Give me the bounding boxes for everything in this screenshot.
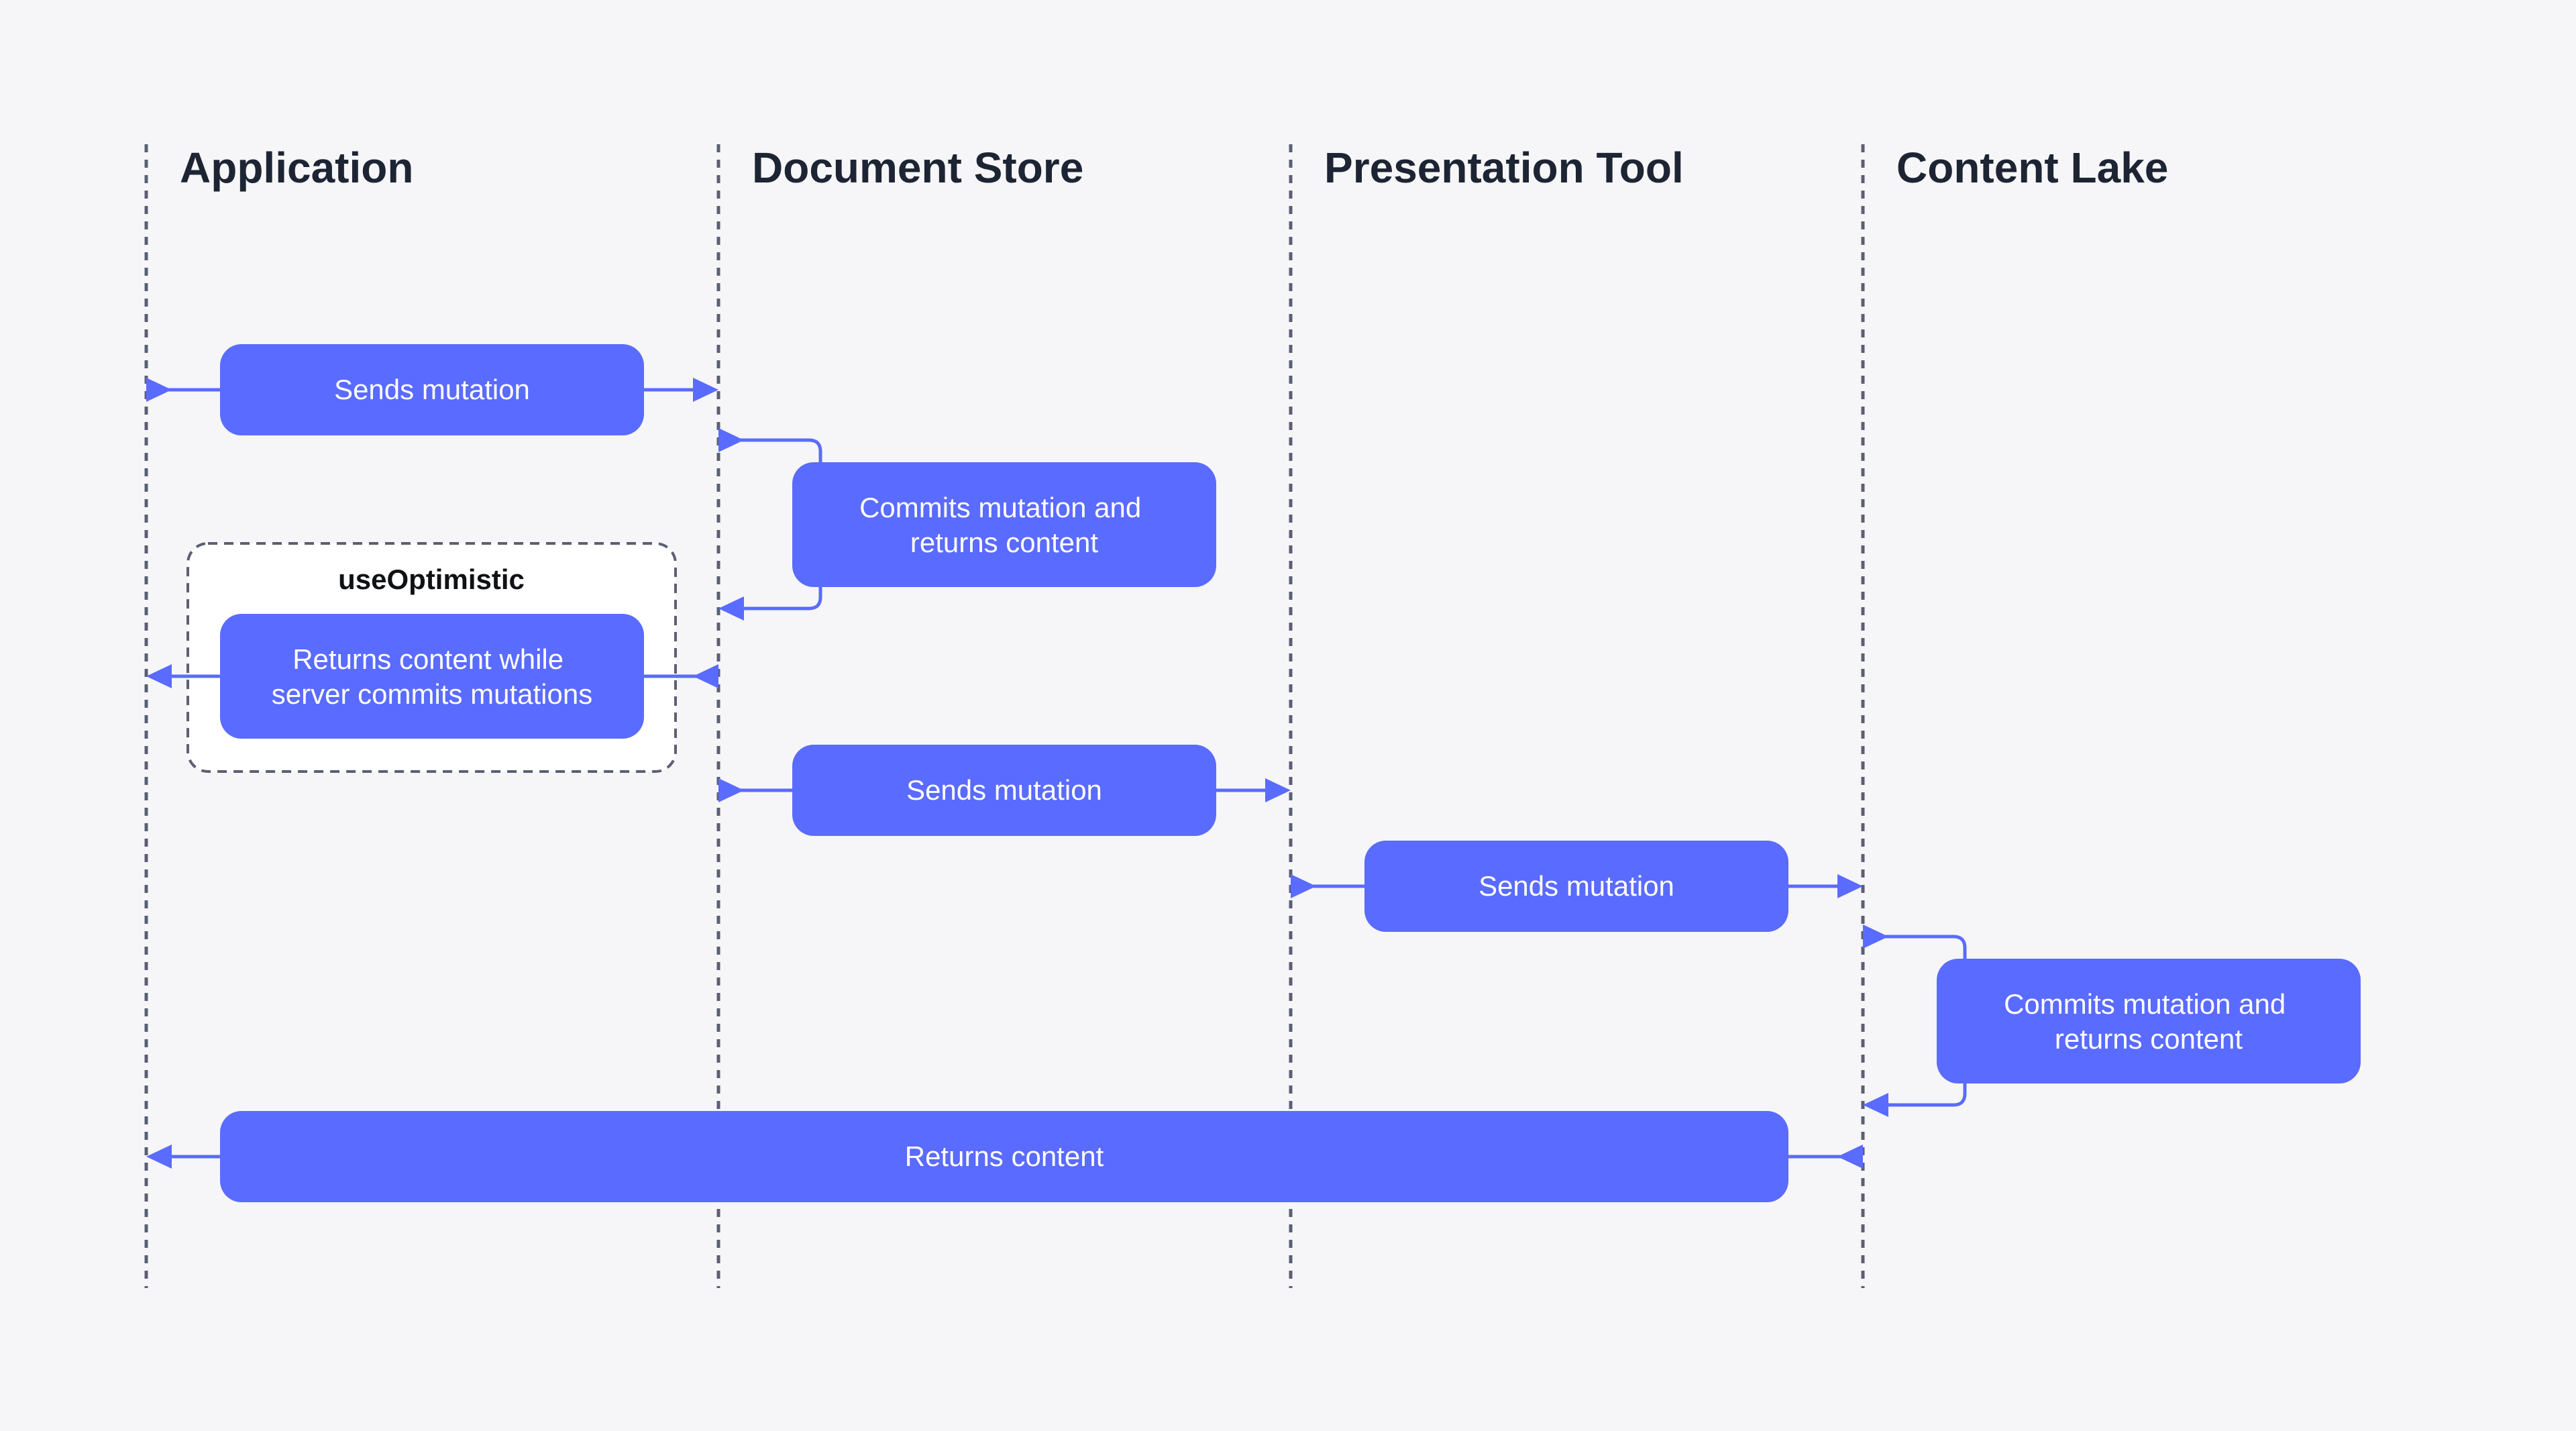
message-label-line: Commits mutation and [859, 492, 1141, 523]
message-box [220, 1111, 1788, 1202]
arrow-tail-marker [146, 378, 172, 402]
message-label-line: returns content [2055, 1023, 2243, 1055]
message-label-line: server commits mutations [272, 678, 592, 710]
step-commits-mutation-lake: Commits mutation and returns content [1863, 924, 2361, 1117]
step-sends-mutation-presentation-to-lake: Sends mutation [1291, 841, 1863, 932]
arrow-tail-marker [1863, 924, 1888, 949]
step-sends-mutation-app-to-store: Sends mutation [146, 344, 718, 435]
use-optimistic-label: useOptimistic [338, 564, 525, 595]
message-box [792, 462, 1216, 587]
lane-title-presentation-tool: Presentation Tool [1324, 144, 1684, 192]
message-label: Sends mutation [1479, 870, 1674, 902]
message-label-line: Sends mutation [1479, 870, 1674, 902]
message-label: Returns content [905, 1141, 1104, 1172]
message-box [220, 614, 644, 739]
arrow-tail-marker [1291, 874, 1316, 898]
lane-title-application: Application [180, 144, 413, 192]
message-box [1364, 841, 1788, 932]
message-label: Commits mutation and returns content [2004, 988, 2294, 1055]
message-label: Commits mutation and returns content [859, 492, 1149, 558]
message-label: Returns content while server commits mut… [272, 643, 592, 710]
step-returns-content-lake-to-app: Returns content [146, 1111, 1863, 1202]
message-label: Sends mutation [334, 374, 530, 405]
message-label-line: Commits mutation and [2004, 988, 2286, 1020]
arrow-head [1863, 1093, 1888, 1117]
step-commits-mutation-store: Commits mutation and returns content [718, 428, 1216, 621]
arrow-head [1837, 874, 1863, 898]
arrow-head [718, 596, 744, 621]
arrow-head [1265, 778, 1291, 802]
message-box [792, 745, 1216, 836]
arrow-head [146, 1145, 172, 1169]
arrow-tail-marker [693, 664, 718, 688]
message-box [1937, 959, 2361, 1083]
arrow-head [146, 664, 172, 688]
step-returns-content-optimistic: Returns content while server commits mut… [146, 614, 718, 739]
message-label-line: Sends mutation [334, 374, 530, 405]
arrow-tail-marker [718, 428, 744, 452]
arrow-tail-marker [1837, 1145, 1863, 1169]
message-label-line: Returns content [905, 1141, 1104, 1172]
arrow-head [693, 378, 718, 402]
message-label-line: Returns content while [292, 643, 564, 675]
message-label-line: returns content [910, 527, 1098, 558]
lane-title-document-store: Document Store [752, 144, 1083, 192]
lane-title-content-lake: Content Lake [1896, 144, 2168, 192]
message-label-line: Sends mutation [906, 774, 1102, 806]
message-box [220, 344, 644, 435]
message-label: Sends mutation [906, 774, 1102, 806]
step-sends-mutation-store-to-presentation: Sends mutation [718, 745, 1291, 836]
arrow-tail-marker [718, 778, 744, 802]
